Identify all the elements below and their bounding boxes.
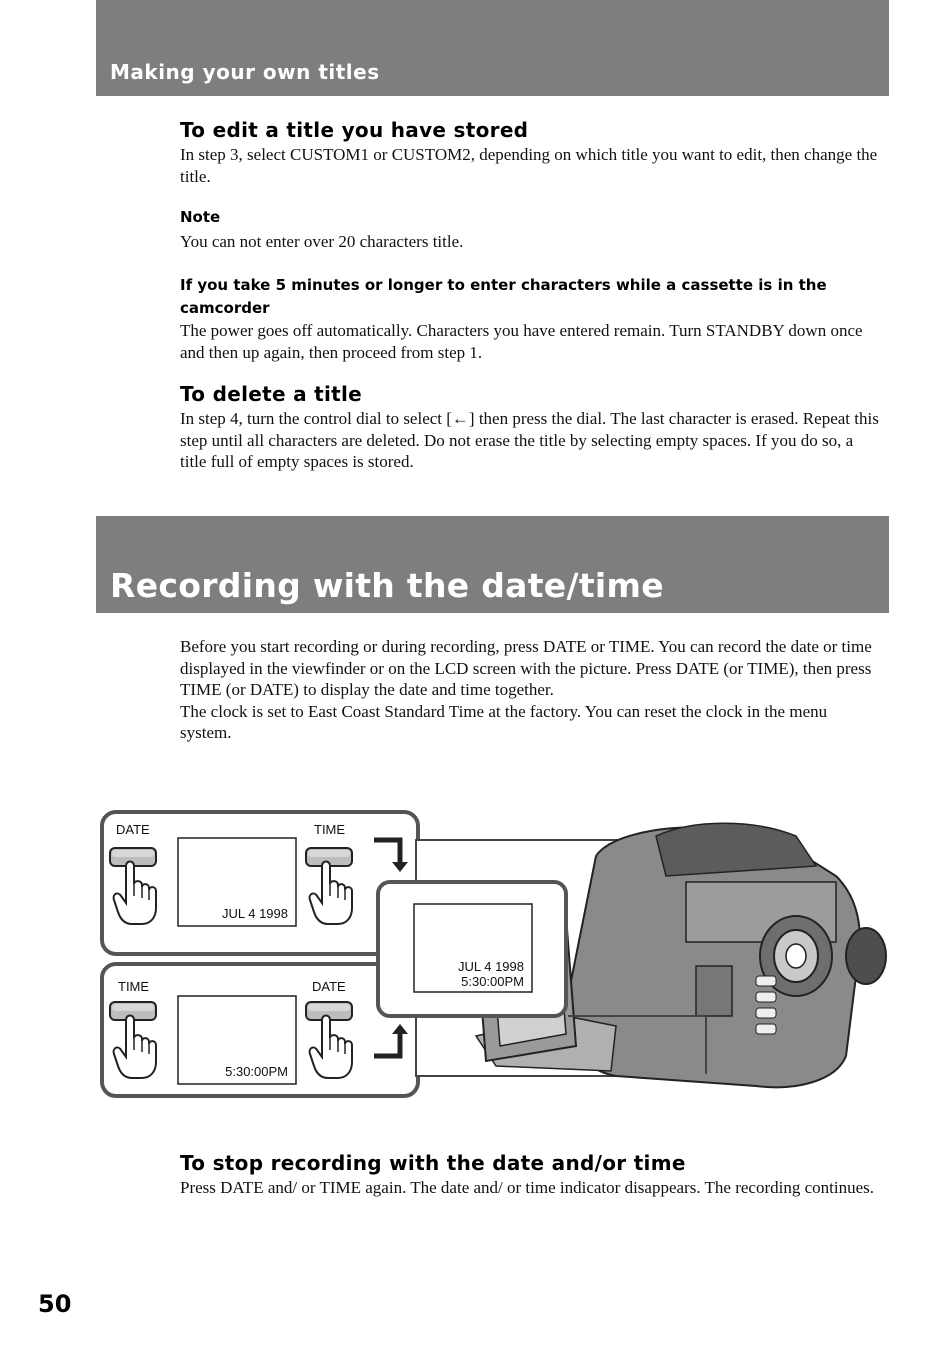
date-button-label: DATE <box>116 822 150 837</box>
viewfinder-screen <box>413 903 533 993</box>
chapter-header-band <box>96 516 889 613</box>
intro-text: Before you start recording or during rec… <box>180 637 872 743</box>
arrow-down-icon <box>374 837 403 864</box>
arrow-down-icon <box>392 862 408 872</box>
arrow-up-icon <box>374 1032 403 1059</box>
time-button-label: TIME <box>314 822 345 837</box>
combined-display-panel: JUL 4 1998 5:30:00PM <box>376 880 568 1018</box>
time-first-panel: TIME DATE 5:30:00PM <box>100 962 420 1098</box>
viewfinder-screen <box>177 837 297 927</box>
screen-time-text: 5:30:00PM <box>225 1064 288 1079</box>
cassette-text: The power goes off automatically. Charac… <box>180 321 863 362</box>
camcorder-illustration <box>415 822 887 1089</box>
arrow-up-icon <box>392 1024 408 1034</box>
stop-recording-text: Press DATE and/ or TIME again. The date … <box>180 1178 874 1197</box>
stop-recording-heading: To stop recording with the date and/or t… <box>180 1151 686 1175</box>
date-first-panel: DATE TIME JUL 4 1998 <box>100 810 420 956</box>
page-number: 50 <box>38 1290 72 1318</box>
cassette-heading: If you take 5 minutes or longer to enter… <box>180 276 827 317</box>
screen-date-text: JUL 4 1998 <box>222 906 288 921</box>
section-header-band <box>96 0 889 96</box>
edit-title-text: In step 3, select CUSTOM1 or CUSTOM2, de… <box>180 145 878 186</box>
note-text: You can not enter over 20 characters tit… <box>180 232 464 251</box>
date-time-illustration: DATE TIME JUL 4 1998 TIME DATE 5:30:00PM <box>100 810 887 1098</box>
chapter-title: Recording with the date/time <box>110 566 664 605</box>
edit-title-heading: To edit a title you have stored <box>180 118 529 142</box>
section-title: Making your own titles <box>110 60 380 84</box>
combined-date-text: JUL 4 1998 <box>458 959 524 974</box>
viewfinder-screen <box>177 995 297 1085</box>
delete-title-text: In step 4, turn the control dial to sele… <box>180 409 879 472</box>
date-button-label: DATE <box>312 979 346 994</box>
delete-title-heading: To delete a title <box>180 382 363 406</box>
combined-time-text: 5:30:00PM <box>461 974 524 989</box>
time-button-label: TIME <box>118 979 149 994</box>
note-heading: Note <box>180 208 221 226</box>
